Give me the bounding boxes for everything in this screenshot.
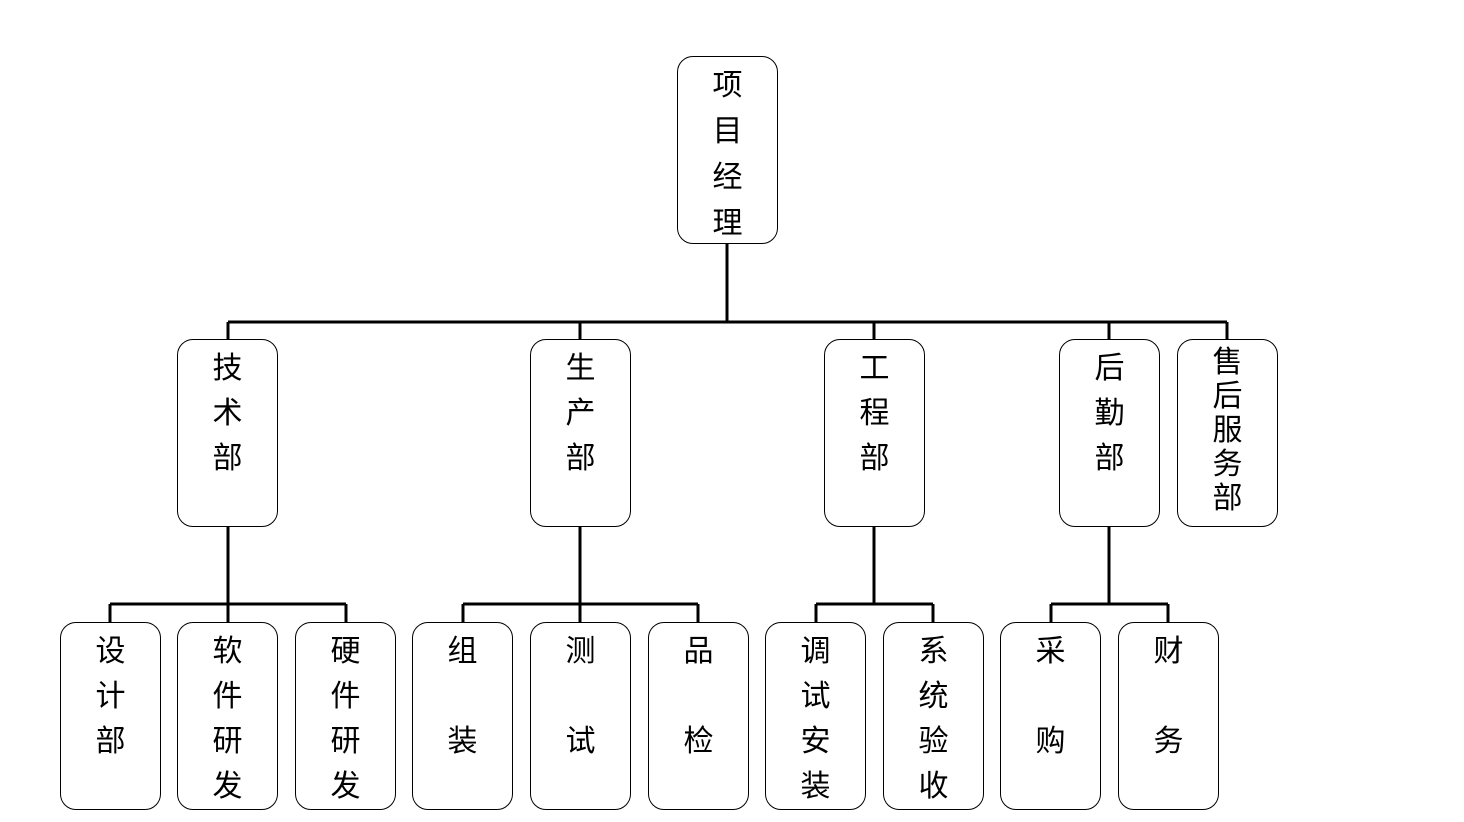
node-label-char: 研 bbox=[212, 724, 243, 759]
node-label-char: 安 bbox=[800, 724, 831, 759]
node-label-char: 调 bbox=[800, 634, 831, 669]
node-label-char: 部 bbox=[95, 724, 126, 759]
node-label-char: 部 bbox=[1094, 441, 1125, 476]
node-label-char: 发 bbox=[212, 769, 243, 804]
node-hardware-rd: 硬件研发 bbox=[295, 622, 396, 810]
node-label-char: 组 bbox=[447, 634, 478, 669]
node-quality-check: 品检 bbox=[648, 622, 749, 810]
node-label-char: 收 bbox=[918, 769, 949, 804]
node-aftersales-dept: 售后服务部 bbox=[1177, 339, 1278, 527]
node-testing: 测试 bbox=[530, 622, 631, 810]
node-label-char: 研 bbox=[330, 724, 361, 759]
node-label-char: 硬 bbox=[330, 634, 361, 669]
node-label-char: 产 bbox=[565, 396, 596, 431]
node-label-char: 技 bbox=[212, 351, 243, 386]
node-label-char: 部 bbox=[565, 441, 596, 476]
node-procurement: 采购 bbox=[1000, 622, 1101, 810]
node-assembly: 组装 bbox=[412, 622, 513, 810]
node-system-acceptance: 系统验收 bbox=[883, 622, 984, 810]
node-label-char: 装 bbox=[800, 769, 831, 804]
node-tech-dept: 技术部 bbox=[177, 339, 278, 527]
node-label-char: 计 bbox=[95, 679, 126, 714]
node-label-char: 部 bbox=[212, 441, 243, 476]
node-label-char: 测 bbox=[565, 634, 596, 669]
node-logistics-dept: 后勤部 bbox=[1059, 339, 1160, 527]
node-label-char: 经 bbox=[712, 160, 743, 195]
node-label-char: 设 bbox=[95, 634, 126, 669]
node-label-char: 务 bbox=[1153, 724, 1184, 759]
node-label-char: 统 bbox=[918, 679, 949, 714]
node-label-char: 检 bbox=[683, 724, 714, 759]
node-label-char: 验 bbox=[918, 724, 949, 759]
node-label-char: 件 bbox=[330, 679, 361, 714]
node-label-char: 试 bbox=[800, 679, 831, 714]
node-engineering-dept: 工程部 bbox=[824, 339, 925, 527]
node-label-char: 理 bbox=[712, 206, 743, 241]
node-commissioning-install: 调试安装 bbox=[765, 622, 866, 810]
node-label-char: 系 bbox=[918, 634, 949, 669]
node-label-char: 项 bbox=[712, 68, 743, 103]
node-label-char: 术 bbox=[212, 396, 243, 431]
node-label-char: 试 bbox=[565, 724, 596, 759]
node-label-char: 生 bbox=[565, 351, 596, 386]
node-label-char: 目 bbox=[712, 114, 743, 149]
node-label-char: 部 bbox=[1212, 481, 1243, 516]
node-finance: 财务 bbox=[1118, 622, 1219, 810]
node-label-char: 购 bbox=[1035, 724, 1066, 759]
node-project-manager: 项目经理 bbox=[677, 56, 778, 244]
node-label-char: 后 bbox=[1094, 351, 1125, 386]
node-label-char: 品 bbox=[683, 634, 714, 669]
node-software-rd: 软件研发 bbox=[177, 622, 278, 810]
node-label-char: 发 bbox=[330, 769, 361, 804]
node-label-char: 程 bbox=[859, 396, 890, 431]
node-label-char: 软 bbox=[212, 634, 243, 669]
node-label-char: 件 bbox=[212, 679, 243, 714]
node-production-dept: 生产部 bbox=[530, 339, 631, 527]
node-label-char: 后 bbox=[1212, 379, 1243, 414]
node-design: 设计部 bbox=[60, 622, 161, 810]
node-label-char: 售 bbox=[1212, 345, 1243, 380]
node-label-char: 工 bbox=[859, 351, 890, 386]
node-label-char: 勤 bbox=[1094, 396, 1125, 431]
node-label-char: 务 bbox=[1212, 447, 1243, 482]
node-label-char: 部 bbox=[859, 441, 890, 476]
node-label-char: 财 bbox=[1153, 634, 1184, 669]
node-label-char: 服 bbox=[1212, 413, 1243, 448]
node-label-char: 采 bbox=[1035, 634, 1066, 669]
node-label-char: 装 bbox=[447, 724, 478, 759]
